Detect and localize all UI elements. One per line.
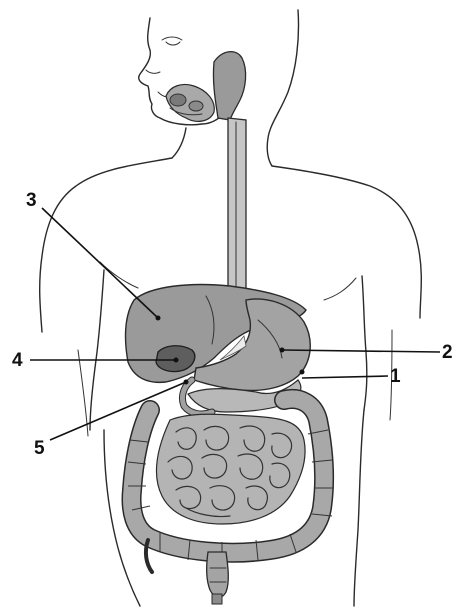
leader-line-1 [302, 376, 388, 378]
small-intestine [156, 414, 305, 524]
label-3: 3 [26, 190, 37, 211]
esophagus [228, 118, 246, 306]
mouth-salivary-glands [166, 84, 214, 121]
pharynx [213, 52, 245, 120]
label-4: 4 [12, 350, 23, 371]
leader-line-3 [42, 208, 158, 318]
rectum [207, 552, 229, 597]
marker-1 [300, 370, 305, 375]
label-5: 5 [34, 438, 45, 459]
label-1: 1 [390, 366, 401, 387]
label-2: 2 [442, 342, 453, 363]
